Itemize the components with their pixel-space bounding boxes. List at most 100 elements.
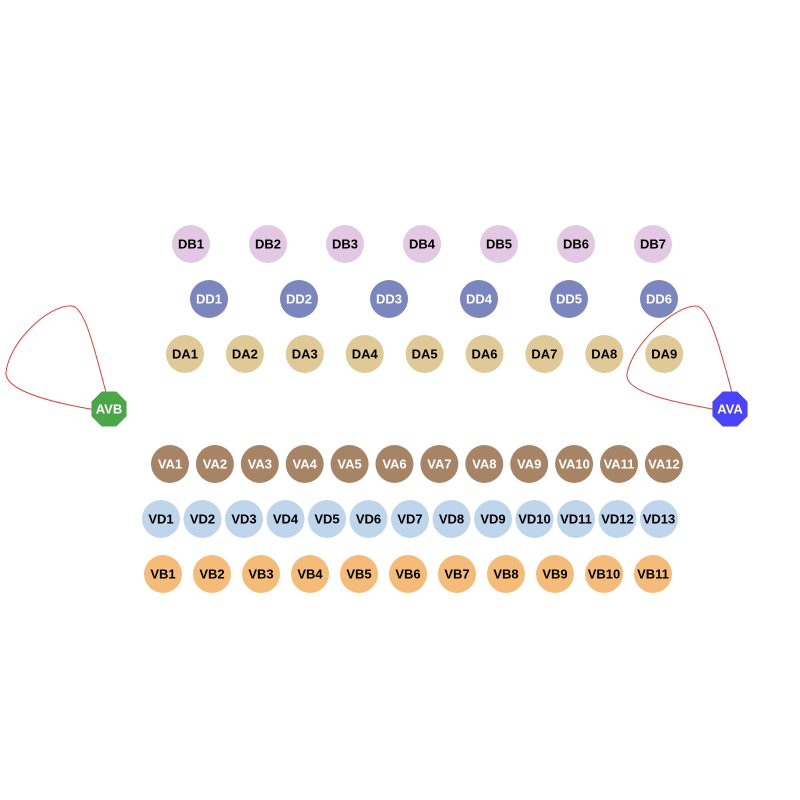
- node-vb6[interactable]: VB6: [389, 555, 427, 593]
- node-va10[interactable]: VA10: [555, 445, 594, 483]
- node-circle-vd4: [266, 500, 305, 538]
- node-va3[interactable]: VA3: [240, 445, 279, 483]
- node-vd1[interactable]: VD1: [142, 500, 180, 538]
- node-vb1[interactable]: VB1: [144, 555, 182, 593]
- node-da3[interactable]: DA3: [285, 335, 324, 373]
- node-da4[interactable]: DA4: [345, 335, 384, 373]
- node-label-vb5: VB5: [346, 567, 371, 582]
- node-vb4[interactable]: VB4: [291, 555, 329, 593]
- node-dd5[interactable]: DD5: [550, 280, 588, 318]
- node-vd6[interactable]: VD6: [349, 500, 388, 538]
- node-circle-va8: [465, 445, 504, 483]
- node-da9[interactable]: DA9: [645, 335, 684, 373]
- node-circle-vd5: [308, 500, 346, 538]
- node-circle-da5: [405, 335, 444, 373]
- node-label-vb9: VB9: [542, 567, 567, 582]
- node-circle-va4: [285, 445, 324, 483]
- node-va8[interactable]: VA8: [465, 445, 504, 483]
- node-circle-vb6: [389, 555, 427, 593]
- node-db3[interactable]: DB3: [326, 225, 364, 263]
- node-vb9[interactable]: VB9: [536, 555, 574, 593]
- node-da5[interactable]: DA5: [405, 335, 444, 373]
- node-circle-vd12: [598, 500, 637, 538]
- node-dd2[interactable]: DD2: [280, 280, 318, 318]
- node-da1[interactable]: DA1: [166, 335, 204, 373]
- node-va6[interactable]: VA6: [375, 445, 414, 483]
- node-db4[interactable]: DB4: [403, 225, 441, 263]
- node-da8[interactable]: DA8: [585, 335, 624, 373]
- node-circle-vb10: [585, 555, 623, 593]
- node-vb2[interactable]: VB2: [193, 555, 231, 593]
- node-label-db6: DB6: [563, 237, 589, 252]
- node-label-da4: DA4: [352, 347, 379, 362]
- node-label-vb11: VB11: [637, 567, 669, 582]
- node-circle-vb3: [242, 555, 280, 593]
- node-circle-vb9: [536, 555, 574, 593]
- node-vd7[interactable]: VD7: [391, 500, 429, 538]
- node-vb5[interactable]: VB5: [340, 555, 378, 593]
- node-dd4[interactable]: DD4: [460, 280, 498, 318]
- node-dd1[interactable]: DD1: [190, 280, 228, 318]
- node-va4[interactable]: VA4: [285, 445, 324, 483]
- node-vd10[interactable]: VD10: [515, 500, 554, 538]
- node-vd5[interactable]: VD5: [308, 500, 346, 538]
- node-circle-da9: [645, 335, 684, 373]
- node-vd3[interactable]: VD3: [225, 500, 263, 538]
- node-dd6[interactable]: DD6: [640, 280, 678, 318]
- node-label-va5: VA5: [337, 457, 361, 472]
- node-circle-va2: [195, 445, 234, 483]
- node-circle-vb5: [340, 555, 378, 593]
- node-label-va9: VA9: [517, 457, 541, 472]
- node-vd12[interactable]: VD12: [598, 500, 637, 538]
- node-da2[interactable]: DA2: [225, 335, 264, 373]
- node-db6[interactable]: DB6: [557, 225, 595, 263]
- node-label-va6: VA6: [382, 457, 406, 472]
- node-vd4[interactable]: VD4: [266, 500, 305, 538]
- node-circle-dd2: [280, 280, 318, 318]
- node-label-vd6: VD6: [356, 512, 381, 527]
- node-vb11[interactable]: VB11: [634, 555, 672, 593]
- node-label-da5: DA5: [412, 347, 438, 362]
- node-va5[interactable]: VA5: [330, 445, 369, 483]
- hub-node-ava[interactable]: AVA: [712, 391, 748, 427]
- node-da7[interactable]: DA7: [525, 335, 564, 373]
- node-db7[interactable]: DB7: [634, 225, 672, 263]
- node-vb3[interactable]: VB3: [242, 555, 280, 593]
- node-label-da9: DA9: [651, 347, 677, 362]
- node-vd9[interactable]: VD9: [474, 500, 512, 538]
- node-va11[interactable]: VA11: [600, 445, 638, 483]
- node-label-da1: DA1: [172, 347, 198, 362]
- node-vd11[interactable]: VD11: [557, 500, 595, 538]
- self-loop-edge-ava: [626, 305, 735, 411]
- octagon-shape-ava: [712, 391, 748, 427]
- node-circle-vd2: [183, 500, 222, 538]
- node-va1[interactable]: VA1: [151, 445, 189, 483]
- node-db5[interactable]: DB5: [480, 225, 518, 263]
- node-circle-db2: [249, 225, 287, 263]
- node-vd13[interactable]: VD13: [640, 500, 678, 538]
- node-va9[interactable]: VA9: [510, 445, 549, 483]
- node-db2[interactable]: DB2: [249, 225, 287, 263]
- node-vb10[interactable]: VB10: [585, 555, 623, 593]
- node-label-dd1: DD1: [196, 292, 222, 307]
- node-va2[interactable]: VA2: [195, 445, 234, 483]
- node-label-vb1: VB1: [150, 567, 175, 582]
- node-circle-va12: [644, 445, 683, 483]
- edges-layer: [5, 305, 735, 411]
- node-da6[interactable]: DA6: [465, 335, 504, 373]
- node-label-vb3: VB3: [248, 567, 273, 582]
- node-vd8[interactable]: VD8: [432, 500, 471, 538]
- hub-node-avb[interactable]: AVB: [91, 391, 127, 427]
- node-va7[interactable]: VA7: [420, 445, 459, 483]
- node-circle-dd1: [190, 280, 228, 318]
- node-vb7[interactable]: VB7: [438, 555, 476, 593]
- node-vd2[interactable]: VD2: [183, 500, 222, 538]
- node-va12[interactable]: VA12: [644, 445, 683, 483]
- node-label-avb: AVB: [96, 402, 122, 417]
- node-circle-dd4: [460, 280, 498, 318]
- node-dd3[interactable]: DD3: [370, 280, 408, 318]
- node-vb8[interactable]: VB8: [487, 555, 525, 593]
- node-db1[interactable]: DB1: [172, 225, 210, 263]
- node-label-va12: VA12: [648, 457, 680, 472]
